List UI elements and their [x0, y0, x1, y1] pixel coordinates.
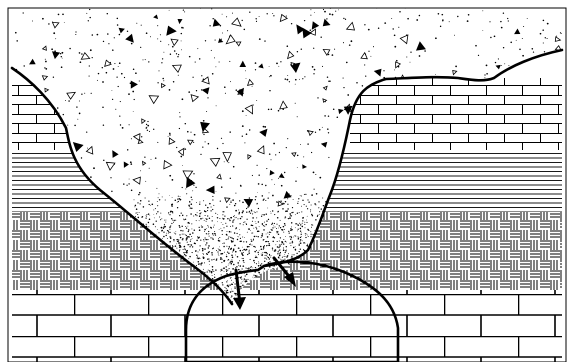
large-brick-base [12, 290, 562, 362]
brick-wall-upper-right [350, 78, 562, 150]
